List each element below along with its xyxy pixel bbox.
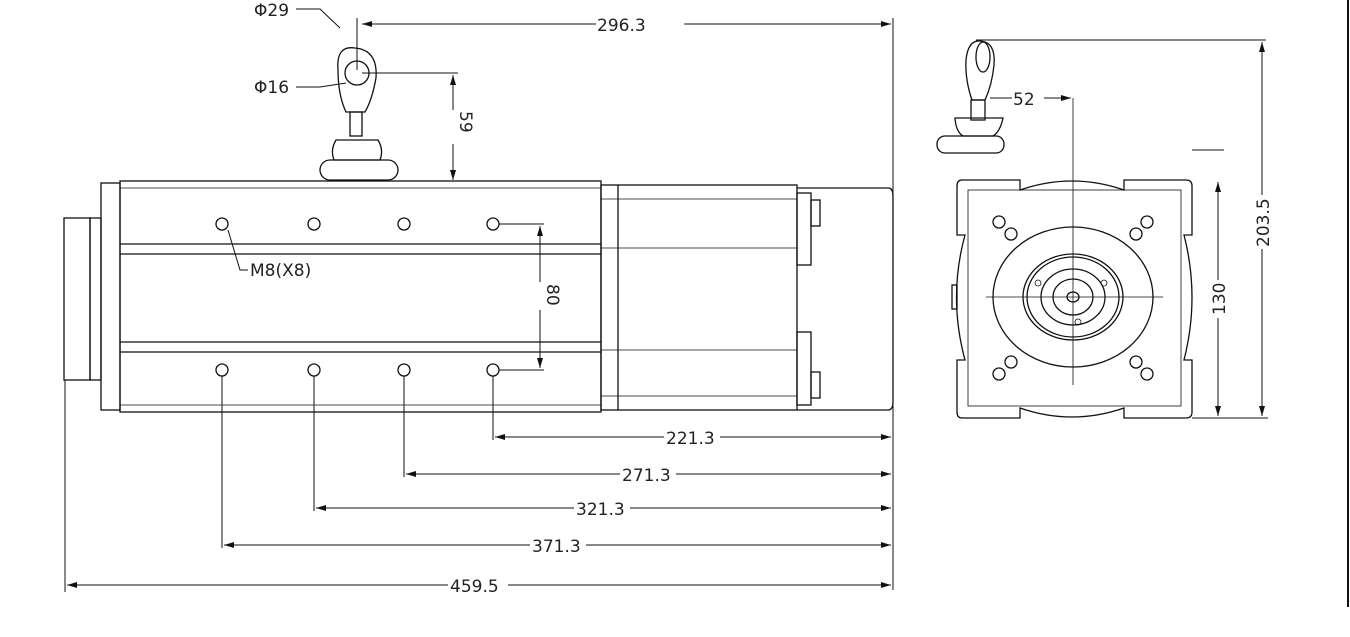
eyebolt xyxy=(319,47,399,181)
dim-52: 52 xyxy=(1013,90,1035,110)
end-cap-bottom xyxy=(796,331,812,406)
end-view: 52 130 203.5 xyxy=(936,39,1274,419)
side-view: 296.3 Φ29 Φ16 59 80 M8(X8) 221.3 271.3 3… xyxy=(63,1,894,597)
motor-housing xyxy=(600,184,798,411)
end-plate xyxy=(63,217,91,381)
dim-221-3: 221.3 xyxy=(666,429,715,449)
dim-321-3: 321.3 xyxy=(576,500,625,520)
dim-203-5: 203.5 xyxy=(1254,198,1274,247)
hole-callout: M8(X8) xyxy=(250,261,311,281)
flange xyxy=(100,182,121,411)
housing-outline xyxy=(955,179,1193,419)
dim-59: 59 xyxy=(455,111,475,133)
dim-130: 130 xyxy=(1210,283,1230,315)
dim-phi29: Φ29 xyxy=(254,1,289,21)
actuator-body xyxy=(119,180,602,413)
dim-271-3: 271.3 xyxy=(622,466,671,486)
dim-459-5: 459.5 xyxy=(450,577,499,597)
dim-80: 80 xyxy=(542,284,562,306)
dim-296-3: 296.3 xyxy=(597,16,646,36)
dim-phi16: Φ16 xyxy=(254,78,289,98)
eyebolt-end xyxy=(936,40,1005,154)
end-connector xyxy=(89,217,102,381)
end-cap-top xyxy=(796,192,812,266)
dim-371-3: 371.3 xyxy=(532,537,581,557)
corner-bolts xyxy=(992,215,1154,381)
